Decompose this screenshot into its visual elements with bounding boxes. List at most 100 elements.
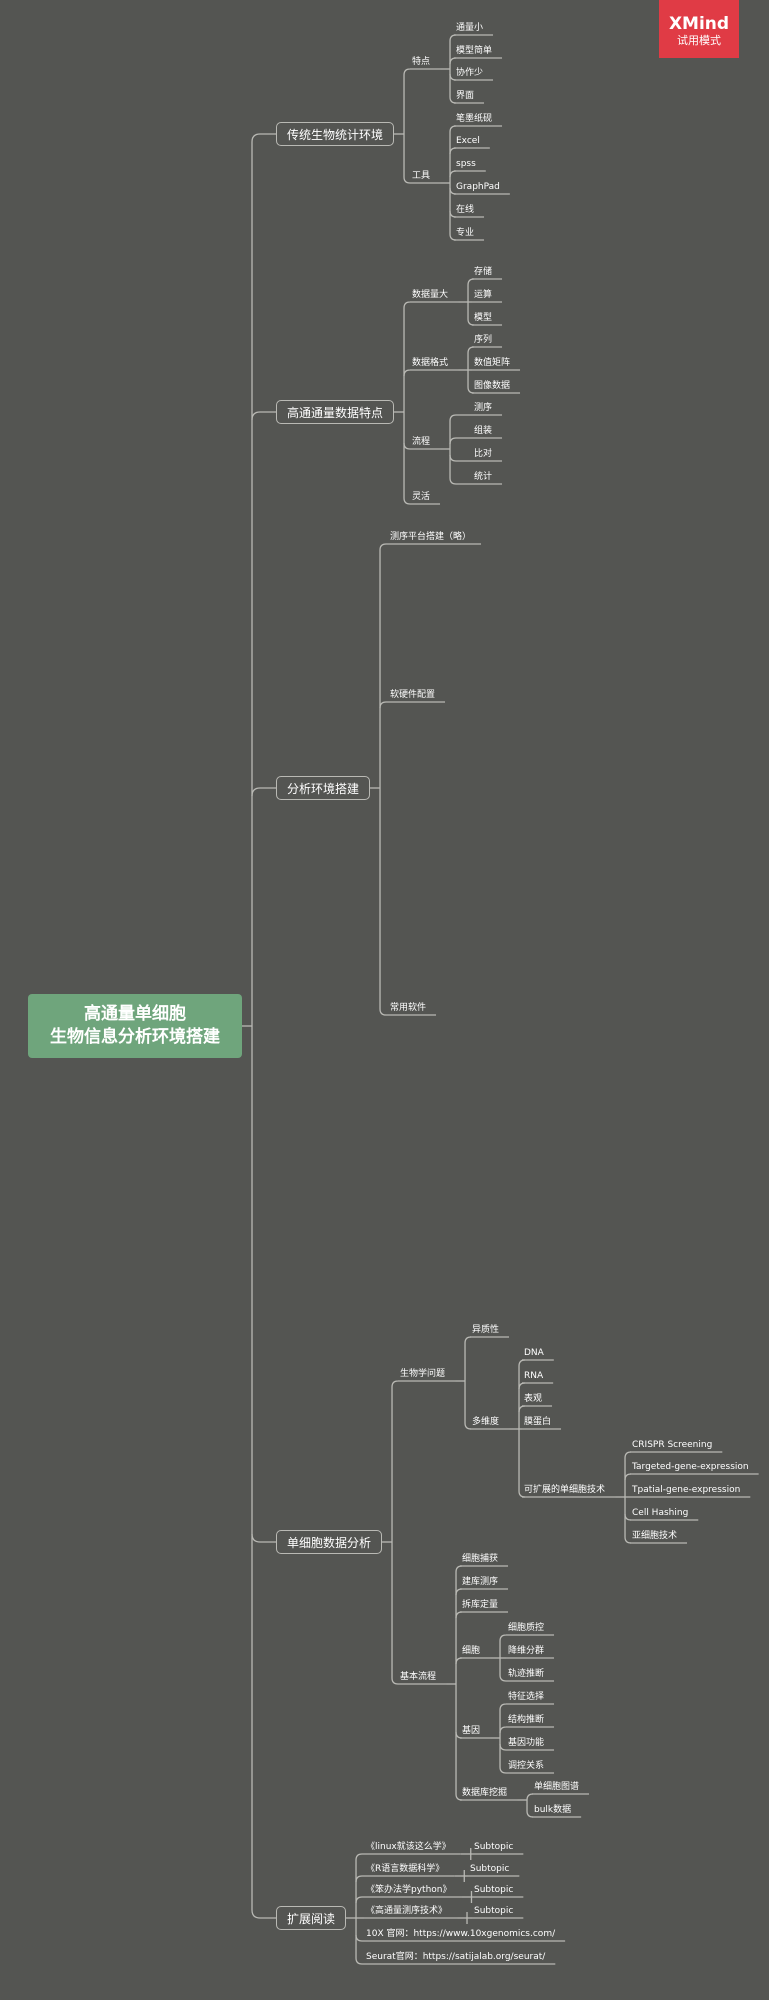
node-RNA[interactable]: RNA: [524, 1371, 544, 1381]
node-基因[interactable]: 基因: [462, 1726, 481, 1736]
node-调控关系[interactable]: 调控关系: [508, 1761, 545, 1771]
node-数值矩阵[interactable]: 数值矩阵: [474, 358, 511, 368]
node-CRISPR-Screening[interactable]: CRISPR Screening: [632, 1440, 713, 1450]
node-异质性[interactable]: 异质性: [472, 1325, 500, 1335]
branch-curve: [624, 1473, 632, 1481]
branch-curve: [379, 543, 388, 551]
branch-curve: [464, 1422, 472, 1430]
node-GraphPad[interactable]: GraphPad: [456, 182, 500, 192]
node-常用软件[interactable]: 常用软件: [390, 1003, 427, 1013]
main-connector: [251, 787, 276, 797]
node-工具[interactable]: 工具: [412, 171, 431, 181]
branch-curve: [518, 1382, 526, 1390]
branch-curve: [467, 278, 475, 286]
node-基因功能[interactable]: 基因功能: [508, 1738, 545, 1748]
node-存储[interactable]: 存储: [474, 267, 493, 277]
node-拆库定量[interactable]: 拆库定量: [462, 1600, 499, 1610]
node-可扩展的单细胞技术[interactable]: 可扩展的单细胞技术: [524, 1485, 606, 1495]
branch-curve: [403, 68, 411, 76]
node-轨迹推断[interactable]: 轨迹推断: [508, 1669, 545, 1679]
node-模型[interactable]: 模型: [474, 313, 493, 323]
branch-curve: [455, 1657, 463, 1665]
node-Targeted-gene-expression[interactable]: Targeted-gene-expression: [632, 1462, 749, 1472]
node-Subtopic[interactable]: Subtopic: [474, 1842, 514, 1852]
node-Seurat官网：https://satijalab.org/seurat/[interactable]: Seurat官网：https://satijalab.org/seurat/: [366, 1952, 546, 1962]
node-膜蛋白[interactable]: 膜蛋白: [524, 1417, 552, 1427]
branch-curve: [499, 1743, 507, 1751]
node-数据格式[interactable]: 数据格式: [412, 358, 449, 368]
node-通量小[interactable]: 通量小: [456, 23, 484, 33]
branch-curve: [455, 1611, 463, 1619]
branch-curve: [355, 1875, 364, 1883]
node-多维度[interactable]: 多维度: [472, 1417, 500, 1427]
node-Subtopic[interactable]: Subtopic: [474, 1906, 514, 1916]
branch-curve: [526, 1793, 534, 1801]
node-测序平台搭建（略）[interactable]: 测序平台搭建（略）: [390, 532, 472, 542]
logo-mode: 试用模式: [677, 34, 721, 47]
branch-curve: [624, 1451, 632, 1459]
node-数据库挖掘[interactable]: 数据库挖掘: [462, 1788, 508, 1798]
node-《linux就该这么学》[interactable]: 《linux就该这么学》: [366, 1842, 451, 1852]
node-图像数据[interactable]: 图像数据: [474, 381, 511, 391]
branch-curve: [449, 477, 472, 485]
node-细胞捕获[interactable]: 细胞捕获: [462, 1554, 499, 1564]
node-结构推断[interactable]: 结构推断: [508, 1715, 545, 1725]
node-基本流程[interactable]: 基本流程: [400, 1672, 437, 1682]
branch-curve: [391, 1677, 399, 1685]
node-bulk数据[interactable]: bulk数据: [534, 1805, 572, 1815]
node-spss[interactable]: spss: [456, 159, 476, 169]
node-组装[interactable]: 组装: [474, 426, 493, 436]
xmind-logo: XMind 试用模式: [659, 0, 739, 58]
node-Excel[interactable]: Excel: [456, 136, 480, 146]
branch-curve: [355, 1957, 364, 1965]
node-降维分群[interactable]: 降维分群: [508, 1646, 545, 1656]
branch-curve: [403, 369, 411, 377]
node-Cell-Hashing[interactable]: Cell Hashing: [632, 1508, 689, 1518]
node-单细胞图谱[interactable]: 单细胞图谱: [534, 1782, 580, 1792]
node-DNA[interactable]: DNA: [524, 1348, 544, 1358]
node-笔墨纸砚[interactable]: 笔墨纸砚: [456, 114, 493, 124]
node-专业[interactable]: 专业: [456, 228, 475, 238]
branch-curve: [499, 1726, 507, 1734]
node-细胞[interactable]: 细胞: [462, 1646, 481, 1656]
node-特点[interactable]: 特点: [412, 57, 431, 67]
node-Tpatial-gene-expression[interactable]: Tpatial-gene-expression: [632, 1485, 741, 1495]
node-比对[interactable]: 比对: [474, 449, 493, 459]
node-数据量大[interactable]: 数据量大: [412, 290, 449, 300]
node-《笨办法学python》[interactable]: 《笨办法学python》: [366, 1885, 452, 1895]
branch-curve: [403, 176, 411, 184]
node-亚细胞技术[interactable]: 亚细胞技术: [632, 1531, 678, 1541]
central-topic-line-1: 高通量单细胞: [84, 1004, 186, 1024]
main-topic-4[interactable]: 单细胞数据分析: [276, 1530, 383, 1554]
central-topic-line-2: 生物信息分析环境搭建: [50, 1027, 220, 1047]
node-测序[interactable]: 测序: [474, 403, 493, 413]
node-表观[interactable]: 表观: [524, 1394, 543, 1404]
node-界面[interactable]: 界面: [456, 91, 475, 101]
node-《高通量测序技术》[interactable]: 《高通量测序技术》: [366, 1906, 448, 1916]
branch-curve: [526, 1810, 534, 1818]
node-协作少[interactable]: 协作少: [456, 68, 484, 78]
node-《R语言数据科学》[interactable]: 《R语言数据科学》: [366, 1864, 445, 1874]
node-序列[interactable]: 序列: [474, 335, 493, 345]
node-Subtopic[interactable]: Subtopic: [470, 1864, 510, 1874]
node-软硬件配置[interactable]: 软硬件配置: [390, 690, 436, 700]
node-Subtopic[interactable]: Subtopic: [474, 1885, 514, 1895]
node-流程[interactable]: 流程: [412, 437, 431, 447]
node-建库测序[interactable]: 建库测序: [462, 1577, 499, 1587]
node-统计[interactable]: 统计: [474, 472, 493, 482]
main-topic-2[interactable]: 高通通量数据特点: [276, 400, 395, 424]
node-模型简单[interactable]: 模型简单: [456, 46, 493, 56]
node-特征选择[interactable]: 特征选择: [508, 1692, 545, 1702]
node-灵活[interactable]: 灵活: [412, 492, 431, 502]
main-topic-3[interactable]: 分析环境搭建: [276, 776, 371, 800]
node-在线[interactable]: 在线: [456, 205, 475, 215]
main-topic-1[interactable]: 传统生物统计环境: [276, 122, 395, 146]
branch-curve: [455, 1565, 463, 1573]
node-运算[interactable]: 运算: [474, 290, 493, 300]
node-细胞质控[interactable]: 细胞质控: [508, 1623, 545, 1633]
branch-curve: [449, 170, 457, 178]
node-10X-官网：https://www.10xgenomics.com/[interactable]: 10X 官网：https://www.10xgenomics.com/: [366, 1929, 556, 1939]
node-生物学问题[interactable]: 生物学问题: [400, 1369, 446, 1379]
central-topic[interactable]: 高通量单细胞 生物信息分析环境搭建: [28, 994, 242, 1058]
main-topic-5[interactable]: 扩展阅读: [276, 1906, 347, 1930]
